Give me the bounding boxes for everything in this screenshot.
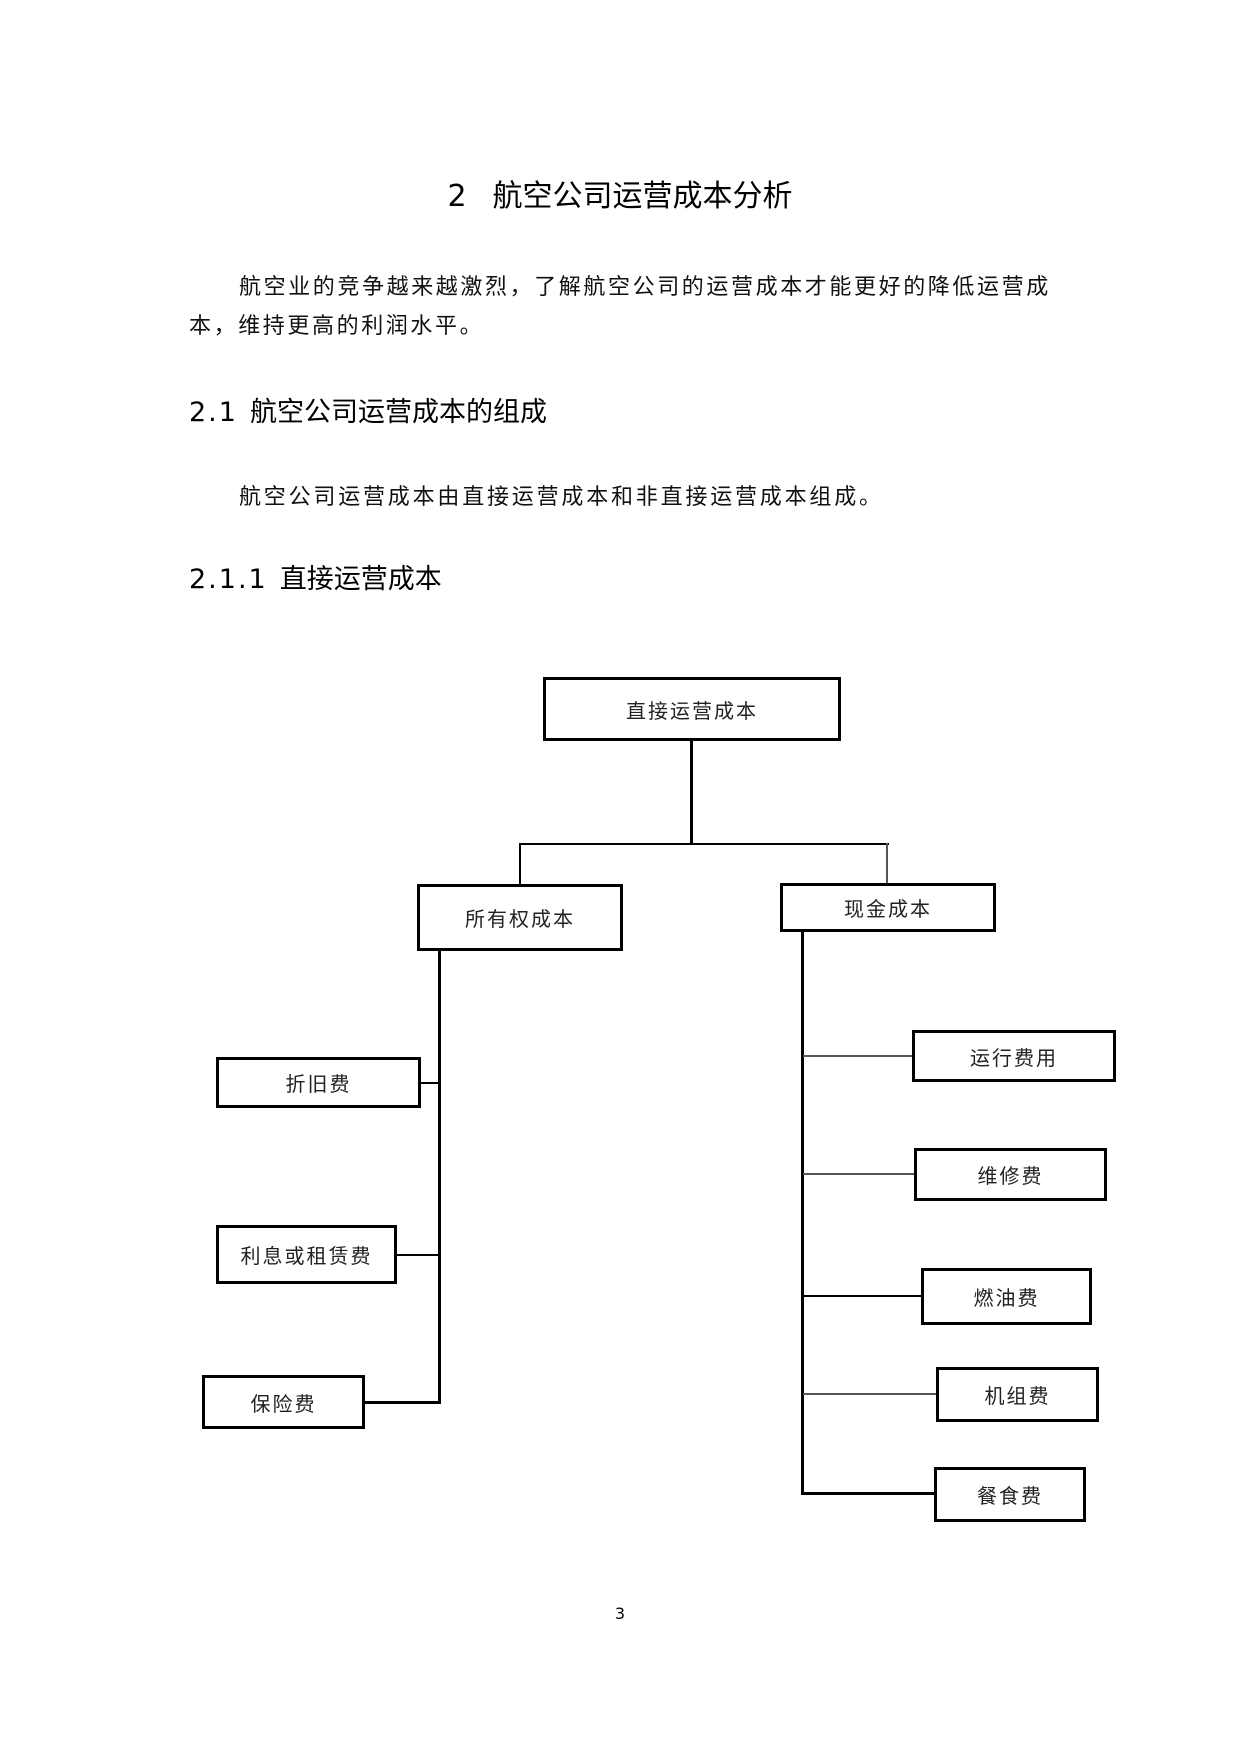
diagram-node-cash-cost: 现金成本 [780,883,996,932]
node-label: 现金成本 [844,897,932,921]
node-label: 利息或租赁费 [240,1244,373,1268]
connector-line [803,1173,914,1175]
chapter-title-text: 航空公司运营成本分析 [492,179,793,214]
chapter-title: 2 航空公司运营成本分析 [0,178,1240,216]
connector-line [519,843,521,885]
node-label: 保险费 [250,1391,317,1416]
section-title: 航空公司运营成本的组成 [249,397,547,428]
node-label: 运行费用 [970,1045,1058,1070]
connector-line [519,843,889,845]
node-label: 直接运营成本 [626,698,758,723]
section-number: 2.1 [189,397,238,428]
subsection-title: 直接运营成本 [279,564,442,595]
section-2-1-paragraph: 航空公司运营成本由直接运营成本和非直接运营成本组成。 [239,485,884,510]
node-label: 折旧费 [285,1072,352,1096]
diagram-node-crew: 机组费 [936,1367,1099,1422]
diagram-node-ownership-cost: 所有权成本 [417,884,623,951]
connector-line [690,741,693,845]
node-label: 机组费 [984,1384,1051,1408]
section-heading-2-1: 2.1 航空公司运营成本的组成 [189,396,547,430]
section-heading-2-1-1: 2.1.1 直接运营成本 [189,563,442,597]
connector-line [801,932,804,1495]
diagram-node-operating-expenses: 运行费用 [912,1030,1116,1082]
node-label: 维修费 [977,1164,1044,1188]
diagram-node-insurance: 保险费 [202,1375,365,1429]
node-label: 燃油费 [973,1286,1040,1310]
diagram-node-maintenance: 维修费 [914,1148,1107,1201]
diagram-node-interest-lease: 利息或租赁费 [216,1225,397,1284]
connector-line [438,951,441,1403]
diagram-root-node: 直接运营成本 [543,677,841,741]
subsection-number: 2.1.1 [189,564,268,595]
diagram-node-fuel: 燃油费 [921,1268,1092,1325]
intro-paragraph: 航空业的竞争越来越激烈，了解航空公司的运营成本才能更好的降低运营成本，维持更高的… [189,275,1051,339]
connector-line [803,1055,912,1057]
node-label: 所有权成本 [465,907,575,931]
connector-line [801,1492,934,1495]
connector-line [397,1254,439,1256]
diagram-node-depreciation: 折旧费 [216,1057,421,1108]
connector-line [886,843,888,883]
diagram-node-catering: 餐食费 [934,1467,1086,1522]
node-label: 餐食费 [977,1484,1043,1508]
connector-line [365,1401,441,1404]
chapter-number: 2 [447,179,467,214]
connector-line [421,1082,439,1084]
connector-line [803,1393,936,1395]
page-number: 3 [614,1604,626,1623]
connector-line [803,1295,921,1297]
